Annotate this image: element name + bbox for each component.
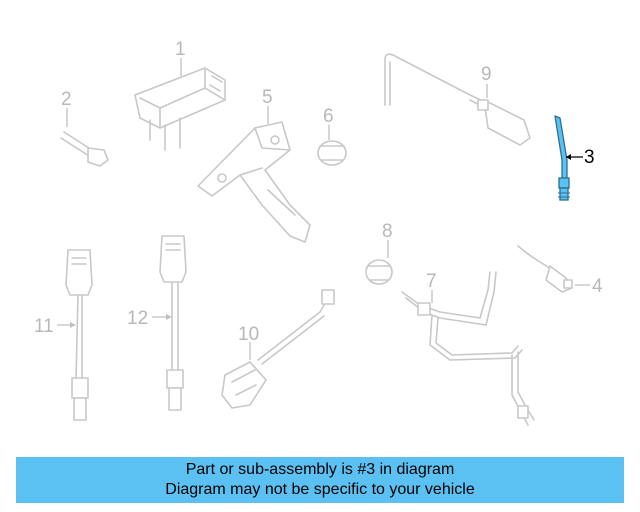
callout-10: 10	[238, 324, 259, 345]
part-5-bracket[interactable]	[197, 121, 311, 243]
part-1-pressure-sensor[interactable]	[134, 67, 226, 151]
callout-11: 11	[34, 316, 54, 337]
banner-line-1: Part or sub-assembly is #3 in diagram	[185, 461, 455, 478]
callout-2: 2	[61, 89, 72, 110]
part-9-temperature-sensor[interactable]	[384, 53, 531, 146]
callout-1: 1	[175, 39, 186, 60]
info-banner: Part or sub-assembly is #3 in diagram Di…	[16, 457, 624, 503]
callout-8: 8	[382, 221, 393, 242]
part-8-grommet[interactable]	[365, 259, 393, 285]
callout-9: 9	[481, 64, 492, 85]
part-3-highlighted-sensor[interactable]	[554, 115, 570, 201]
part-7-tube-assembly[interactable]	[401, 271, 535, 426]
callout-4: 4	[592, 276, 603, 297]
part-12-sensor[interactable]	[159, 235, 187, 411]
callout-7: 7	[426, 271, 437, 292]
callout-5: 5	[262, 87, 273, 108]
part-10-oxygen-sensor[interactable]	[221, 289, 335, 409]
part-11-sensor[interactable]	[65, 249, 93, 421]
callout-6: 6	[323, 106, 334, 127]
part-6-grommet[interactable]	[317, 140, 347, 166]
callout-12: 12	[127, 308, 148, 329]
banner-line-2: Diagram may not be specific to your vehi…	[165, 481, 475, 498]
part-2-bolt[interactable]	[60, 131, 109, 167]
parts-diagram: 1 2 5 6 9 3	[34, 39, 603, 426]
part-4-sensor[interactable]	[517, 245, 573, 293]
callout-3: 3	[584, 147, 595, 168]
